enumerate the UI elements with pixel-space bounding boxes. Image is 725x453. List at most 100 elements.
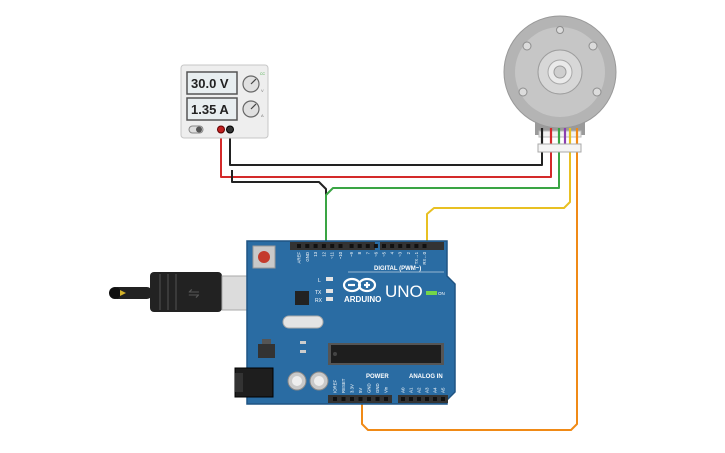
psu-voltage-knob-marker [250,78,257,85]
pin-label: 2 [406,251,411,254]
header-pin-~5[interactable] [382,244,386,248]
analog-pin-A3[interactable] [425,397,429,401]
analog-pin-A1[interactable] [409,397,413,401]
analog-pin-A0[interactable] [401,397,405,401]
usb-chip [295,291,309,305]
encoder-motor[interactable] [503,15,617,153]
arduino-model: UNO [385,282,423,301]
header-pin-7[interactable] [365,244,370,248]
header-pin-TX→1[interactable] [414,244,419,248]
wire-black-gnd-to-psu[interactable] [231,170,327,244]
header-pin-~9[interactable] [349,244,354,248]
pin-label: A3 [425,387,430,393]
led-on-label: ON [438,291,445,296]
pin-label: ~11 [330,251,335,259]
atmega-chip [331,345,441,363]
digital-label: DIGITAL (PWM~) [374,266,421,272]
reset-button[interactable] [258,251,270,263]
psu-knob-current-label: A [261,113,264,118]
header-pin-~6[interactable] [373,244,378,248]
analog-label: ANALOG IN [409,374,443,380]
power-pin-GND[interactable] [375,397,380,401]
header-pin-~10[interactable] [338,244,343,248]
power-label: POWER [366,374,389,380]
wires [220,132,578,431]
header-analog [398,395,448,403]
usb-cable[interactable]: ⇋ [109,272,258,312]
power-supply[interactable]: 30.0 V 1.35 A V A CC [180,64,269,139]
pin-label: 5V [358,388,363,393]
header-pin-2[interactable] [406,244,411,248]
psu-current-display-bg [186,97,238,121]
led-l-label: L [318,278,321,284]
wire-red-psu-to-motor[interactable] [220,132,552,178]
header-pin-12[interactable] [321,244,326,248]
usb-plug-ridges [159,274,177,310]
power-pin-Vin[interactable] [384,397,388,401]
wire-black-psu-to-motor[interactable] [229,132,543,166]
crystal [282,315,324,329]
pin-label: Vin [384,386,389,393]
psu-terminal-negative[interactable] [226,125,234,134]
motor-lead-wires [540,128,579,145]
pin-label: A2 [417,387,422,393]
power-pin-5V[interactable] [358,397,363,401]
usb-cable-strain [112,287,152,299]
pin-label: 3.3V [350,384,355,393]
wire-orange-5v-to-motor[interactable] [361,151,578,431]
analog-pin-A5[interactable] [441,397,445,401]
led-rx-label: RX [315,298,323,304]
pin-label: GND [305,252,310,262]
wire-yellow-pin2-to-motor[interactable] [426,151,571,244]
led-l [326,277,333,281]
power-pin-RESET[interactable] [341,397,346,401]
header-pin-RX←0[interactable] [422,244,427,248]
pin-label: A4 [433,387,438,393]
arduino-logo-icon [342,277,377,293]
psu-terminal-positive[interactable] [217,125,225,134]
pin-label: ~9 [349,251,354,257]
pin-label: ~5 [382,251,387,257]
header-pin-~3[interactable] [398,244,403,248]
motor-screw-3 [518,87,528,97]
pin-label: TX→1 [414,251,419,264]
header-pin-AREF[interactable] [297,244,301,248]
pin-label: A5 [441,387,446,393]
psu-knob-voltage-label: V [261,88,264,93]
motor-shaft-core [553,65,567,79]
psu-current-knob-marker [250,103,257,110]
led-rx [326,297,333,301]
usb-cable-end [109,287,121,299]
pin-label: 8 [357,251,362,254]
capacitor-2-top [314,376,324,386]
wire-green-gnd-to-motor[interactable] [325,151,560,244]
led-tx [326,289,333,293]
digital-header-pins [297,244,427,248]
motor-screw-2 [588,41,598,51]
power-pin-3.3V[interactable] [350,397,354,401]
voltage-regulator [258,344,275,358]
header-pin-8[interactable] [357,244,362,248]
psu-voltage-display: 30.0 V [191,76,229,91]
header-pin-~11[interactable] [330,244,335,248]
pin-label: IOREF [333,379,338,393]
pin-label: ~10 [338,251,343,259]
bottom-header-pins [333,397,445,401]
header-pin-GND[interactable] [305,244,310,248]
pin-label: RX←0 [422,251,427,264]
power-jack-inner [235,373,243,392]
header-pin-13[interactable] [313,244,318,248]
psu-tiny-label: CC [260,72,266,76]
pin-label: 7 [365,251,370,254]
power-pin-GND[interactable] [367,397,371,401]
analog-pin-A2[interactable] [417,397,421,401]
power-pin-IOREF[interactable] [333,397,337,401]
motor-screw-1 [522,41,532,51]
pin-label: 4 [390,251,395,254]
analog-pin-A4[interactable] [433,397,437,401]
header-pin-4[interactable] [390,244,395,248]
